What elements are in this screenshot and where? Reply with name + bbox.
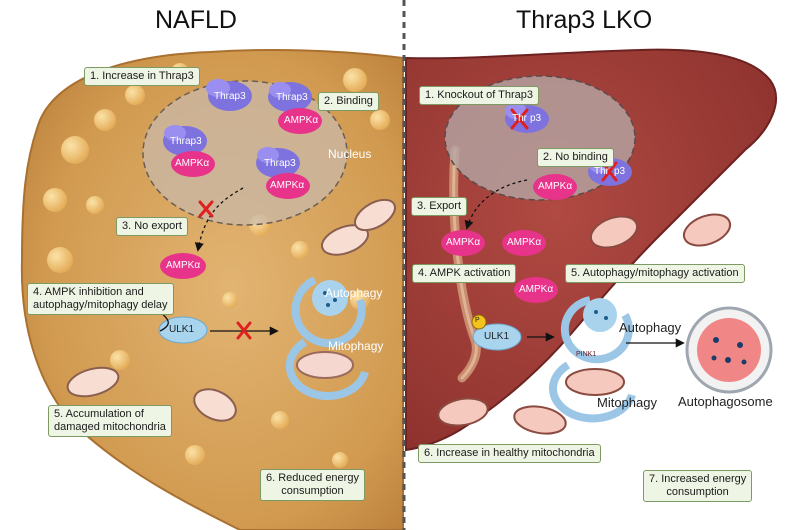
damaged-mitochondrion (193, 388, 237, 422)
arrow-icon (464, 179, 528, 230)
step-right-4: 4. AMPK activation (412, 264, 517, 283)
step-left-4-line1: 4. AMPK inhibition and (33, 286, 144, 298)
ampk-protein (160, 253, 206, 279)
step-right-7-line1: 7. Increased energy (649, 473, 747, 485)
autophagy-label: Autophagy (325, 286, 383, 300)
step-left-3: 3. No export (116, 217, 188, 236)
mitophagy-structure (548, 361, 636, 423)
mitophagy-label: Mitophagy (597, 395, 657, 410)
step-right-2: 2. No binding (537, 148, 614, 167)
step-left-5: 5. Accumulation of damaged mitochondria (48, 405, 172, 437)
mitochondrion (437, 397, 489, 427)
cross-mark-icon (510, 108, 529, 130)
mitochondrion (513, 405, 567, 435)
cross-mark-icon (198, 200, 214, 218)
step-left-2: 2. Binding (318, 92, 379, 111)
ulk1-protein (472, 323, 522, 351)
phagophore (291, 276, 366, 348)
ulk1-label: ULK1 (484, 331, 510, 342)
phosphate-icon (471, 314, 487, 330)
fat-droplet (332, 452, 348, 468)
arrow-icon (194, 187, 244, 252)
step-left-4-line2: autophagy/mitophagy delay (33, 299, 168, 311)
ampk-protein (441, 230, 485, 256)
mitochondrion (354, 198, 396, 232)
thrap3-label: Thrap3 (170, 136, 202, 147)
thrap3-ampk-complex (256, 147, 310, 199)
thrap3-label-tail: p3 (530, 113, 542, 124)
thrap3-label: Thrap3 (264, 158, 296, 169)
autophagosome-label: Autophagosome (678, 394, 773, 409)
thrap3-label: Thrap3 (214, 91, 246, 102)
step-left-5-line2: damaged mitochondria (54, 421, 166, 433)
ulk1-label: ULK1 (169, 324, 195, 335)
fat-droplet (271, 411, 289, 429)
mitochondrion (589, 215, 639, 249)
thrap3-ampk-complex (163, 125, 215, 177)
title-nafld: NAFLD (155, 6, 237, 34)
fat-droplet (222, 292, 238, 308)
fat-droplet (291, 241, 309, 259)
thrap3-label-tail: p3 (614, 166, 626, 177)
step-left-4: 4. AMPK inhibition and autophagy/mitopha… (27, 283, 174, 315)
title-thrap3-lko: Thrap3 LKO (516, 6, 653, 34)
ampk-label: AMPKα (538, 181, 573, 192)
step-left-5-line1: 5. Accumulation of (54, 408, 144, 420)
damaged-mitochondrion (66, 366, 120, 398)
autophagy-label: Autophagy (619, 320, 682, 335)
fat-droplet (43, 188, 67, 212)
thrap3-ampk-complex (268, 82, 322, 134)
ampk-label: AMPKα (166, 260, 201, 271)
step-right-6: 6. Increase in healthy mitochondria (418, 444, 601, 463)
fat-droplet (86, 196, 104, 214)
nucleus-right (444, 75, 636, 201)
thrap3-protein (206, 79, 252, 111)
step-right-3: 3. Export (411, 197, 468, 216)
step-right-7: 7. Increased energy consumption (643, 470, 753, 502)
step-right-1: 1. Knockout of Thrap3 (419, 86, 540, 105)
step-right-5: 5. Autophagy/mitophagy activation (565, 264, 745, 283)
ampk-protein (533, 174, 577, 200)
phosphate-label: P (475, 317, 480, 324)
ampk-label: AMPKα (270, 180, 305, 191)
fat-droplet (185, 445, 205, 465)
ampk-label: AMPKα (284, 115, 319, 126)
fat-droplet (370, 110, 390, 130)
thrap3-label: Thr (512, 113, 527, 124)
step-left-1: 1. Increase in Thrap3 (84, 67, 200, 86)
ulk1-protein (158, 316, 208, 344)
step-left-6-line1: 6. Reduced energy (266, 472, 359, 484)
phagophore (560, 296, 633, 364)
ampk-label: AMPKα (507, 237, 542, 248)
fat-droplet (61, 136, 89, 164)
ampk-protein (502, 230, 546, 256)
mitophagy-label: Mitophagy (328, 339, 384, 353)
fat-droplet (94, 109, 116, 131)
mitochondrion (682, 213, 732, 247)
step-left-6-line2: consumption (281, 485, 344, 497)
ampk-label: AMPKα (175, 158, 210, 169)
pink1-label: PINK1 (576, 351, 597, 358)
fat-droplet (47, 247, 73, 273)
cross-mark-icon (236, 321, 252, 340)
mitophagy-structure (285, 338, 369, 401)
nucleus-label: Nucleus (328, 147, 372, 161)
ampk-label: AMPKα (519, 284, 554, 295)
step-left-6: 6. Reduced energy consumption (260, 469, 365, 501)
autophagosome (685, 306, 773, 394)
step-right-7-line2: consumption (666, 486, 729, 498)
mitochondrion (321, 224, 369, 256)
fat-droplet (125, 85, 145, 105)
fat-droplet (110, 350, 130, 370)
thrap3-label: Thr (594, 166, 609, 177)
ampk-protein (514, 277, 558, 303)
thrap3-label: Thrap3 (276, 92, 308, 103)
fat-droplet (343, 68, 367, 92)
ampk-label: AMPKα (446, 237, 481, 248)
